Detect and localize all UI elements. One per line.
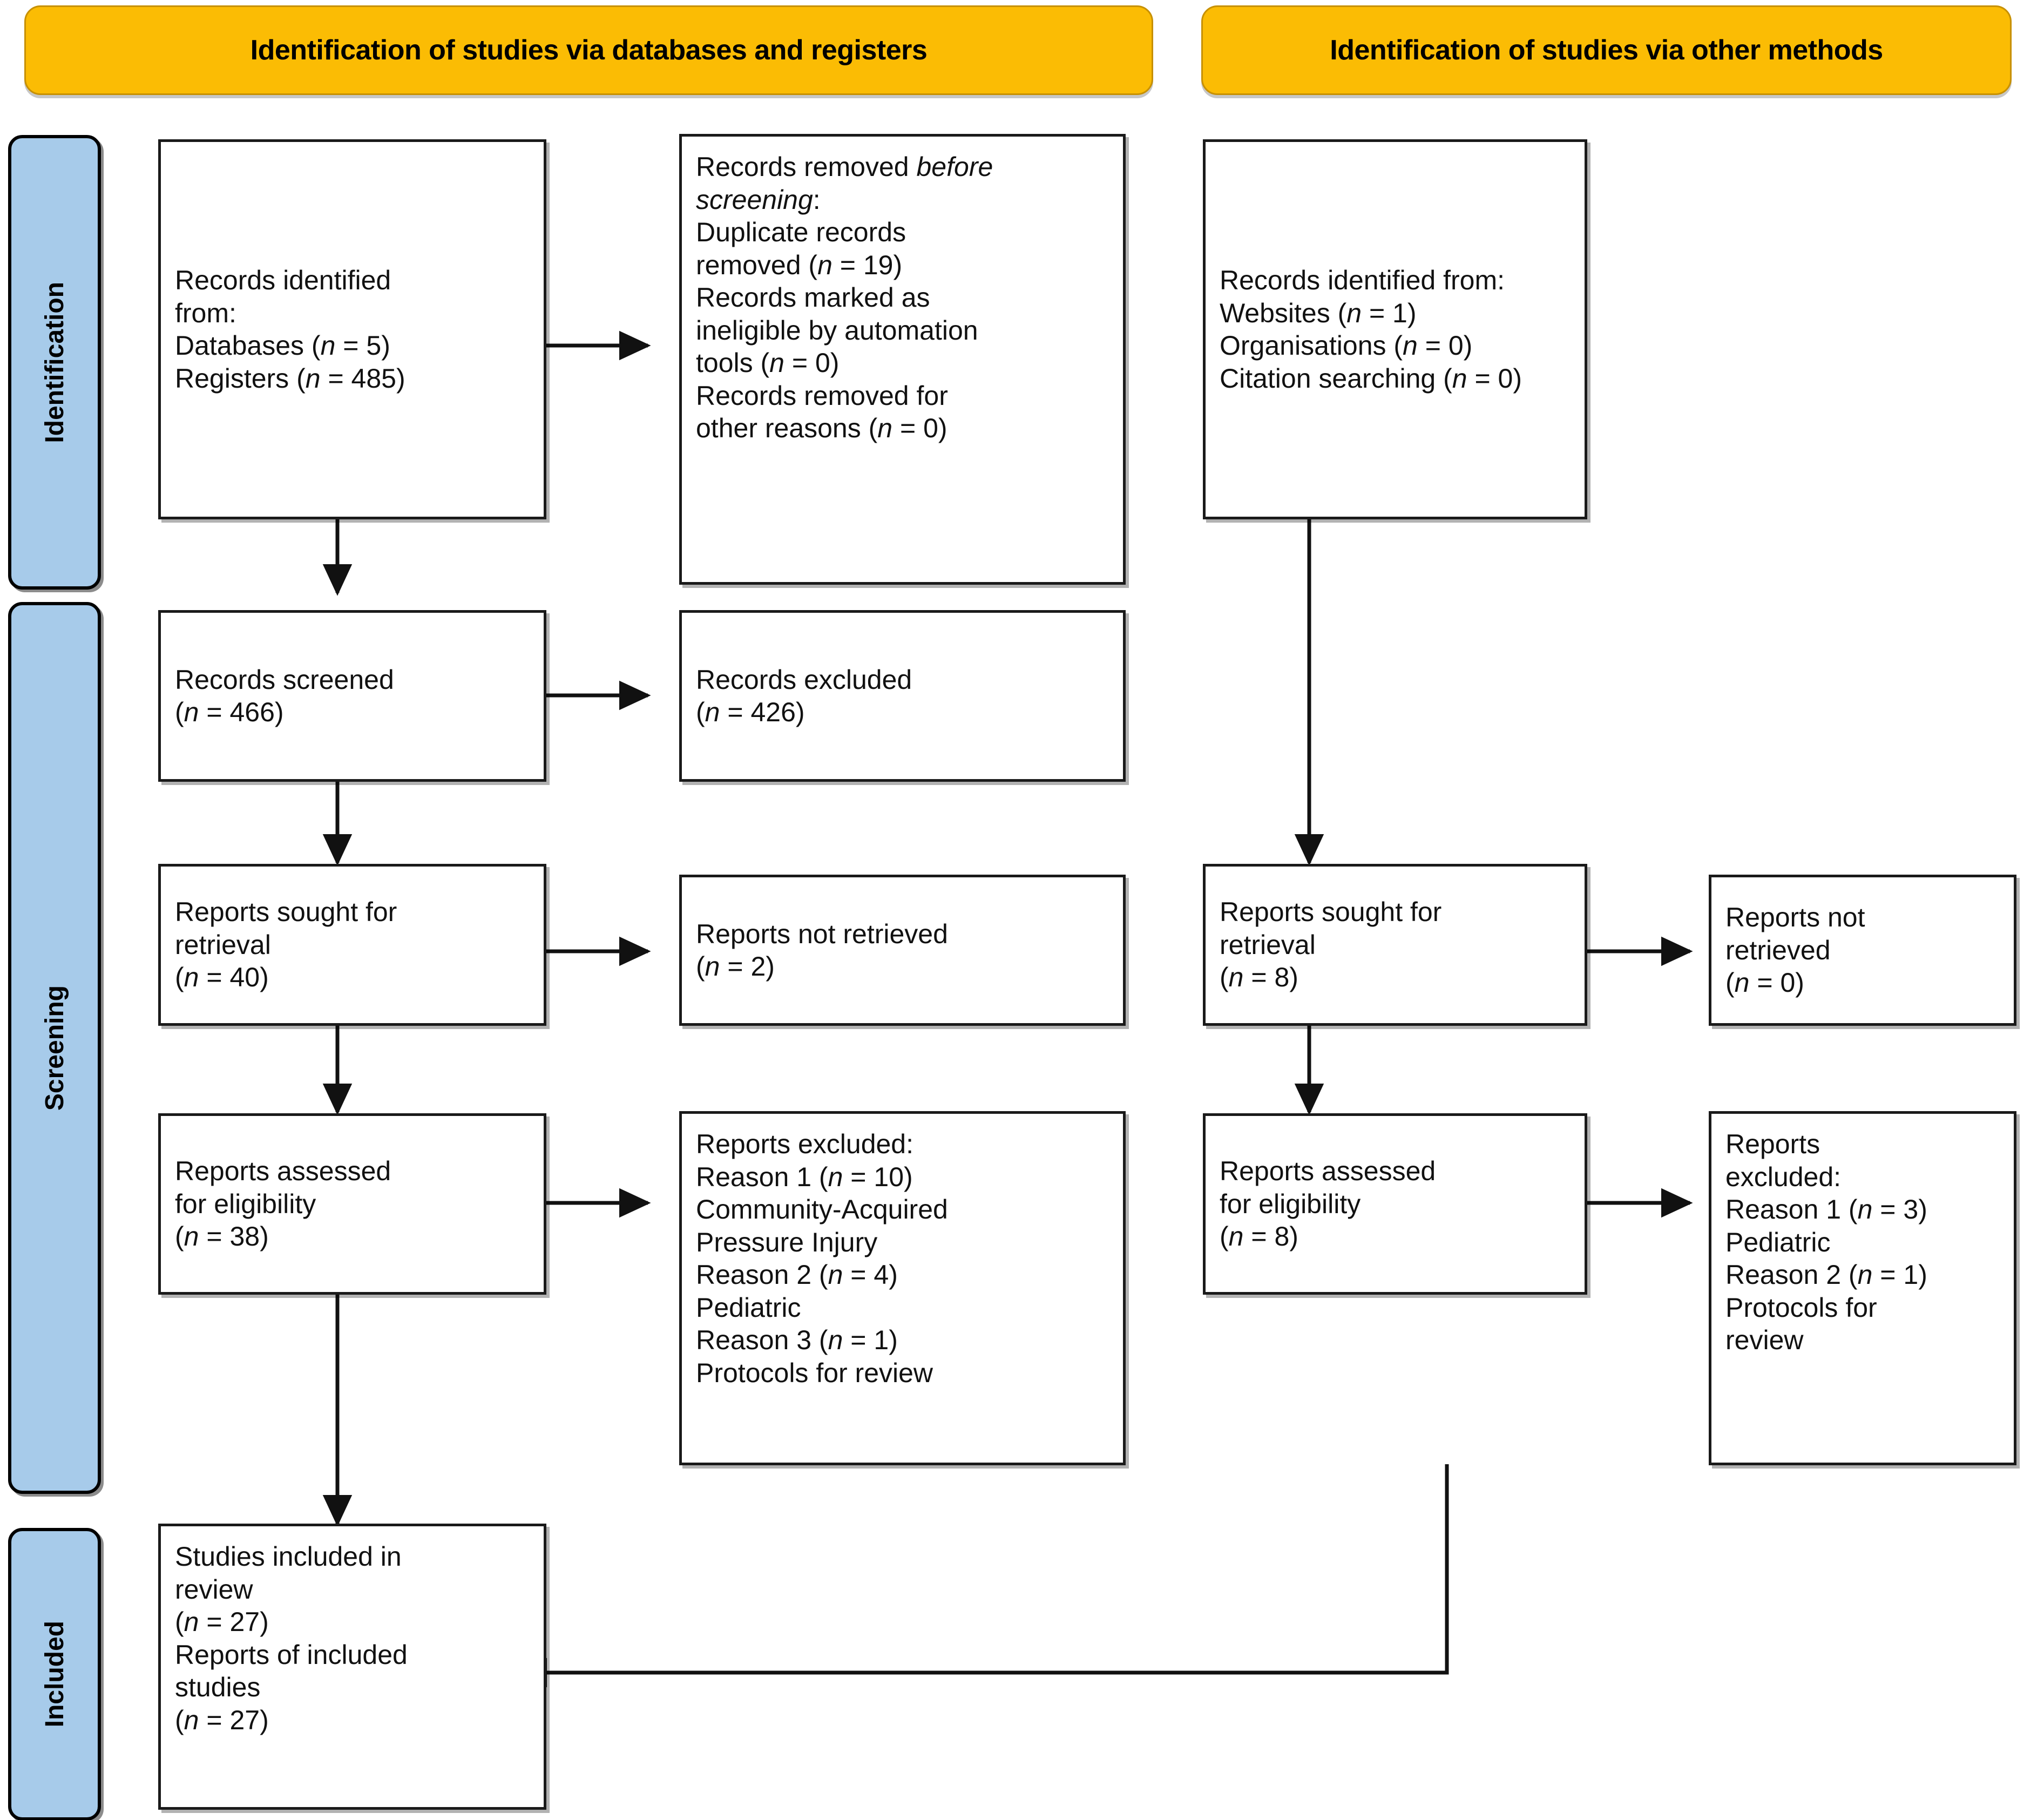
box-reports-excluded-databases: Reports excluded:Reason 1 (n = 10)Commun… [679,1111,1126,1465]
stage-identification: Identification [8,135,101,590]
stage-screening-label: Screening [40,985,69,1111]
header-banner-databases: Identification of studies via databases … [24,5,1153,95]
box-reports-not-retrieved-databases: Reports not retrieved(n = 2) [679,875,1126,1026]
header-banner-other-methods: Identification of studies via other meth… [1201,5,2012,95]
header-banner-databases-label: Identification of studies via databases … [250,35,928,66]
box-records-excluded: Records excluded(n = 426) [679,610,1126,782]
box-records-screened: Records screened(n = 466) [158,610,546,782]
box-reports-excluded-databases-text: Reports excluded:Reason 1 (n = 10)Commun… [696,1129,948,1388]
box-records-identified-other-text: Records identified from:Websites (n = 1)… [1220,265,1522,394]
stage-screening: Screening [8,602,101,1494]
box-reports-not-retrieved-databases-text: Reports not retrieved(n = 2) [696,918,948,982]
box-records-excluded-text: Records excluded(n = 426) [696,664,912,728]
stage-included-label: Included [40,1621,69,1728]
box-records-identified-other: Records identified from:Websites (n = 1)… [1203,139,1587,519]
box-records-screened-text: Records screened(n = 466) [175,664,394,728]
stage-included: Included [8,1528,101,1820]
header-banner-other-methods-label: Identification of studies via other meth… [1330,35,1883,66]
stage-identification-label: Identification [40,281,69,443]
